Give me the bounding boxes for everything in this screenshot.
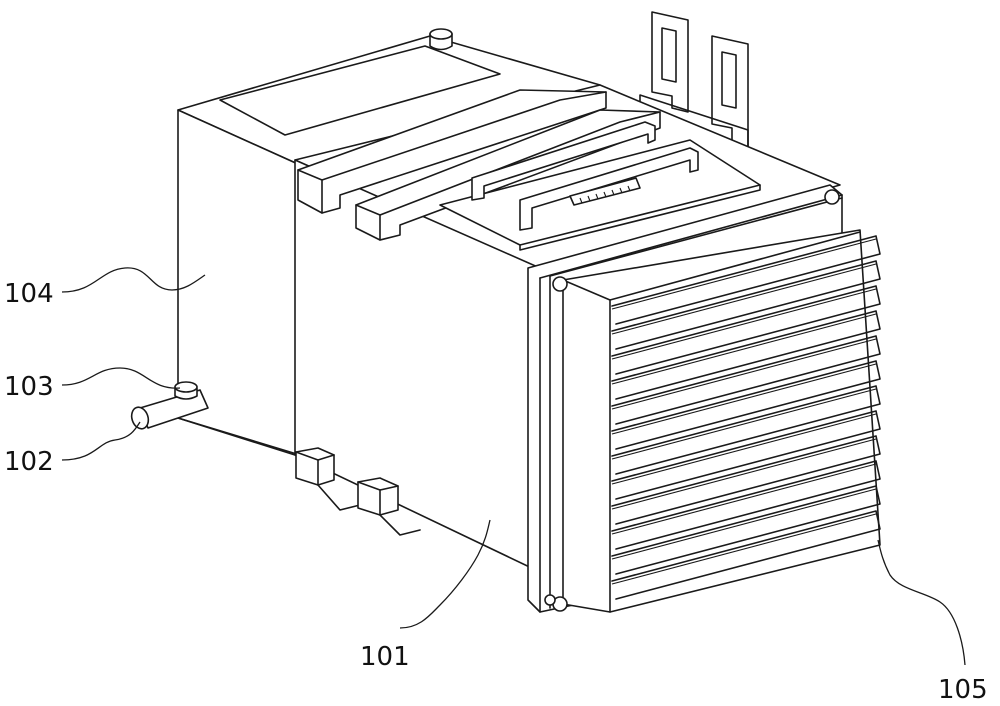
- leader-105: [877, 539, 966, 666]
- bottom-clamp-1: [295, 447, 361, 511]
- leader-103: [61, 367, 181, 389]
- louvre-slat-edge: [611, 388, 877, 460]
- louvre-slat: [611, 360, 881, 450]
- louvre-slat-edge: [611, 263, 877, 335]
- louvre-slat: [611, 485, 881, 575]
- label-102: 102: [4, 447, 54, 477]
- valve-knob: [174, 381, 198, 400]
- louvre-slat-edge: [611, 238, 877, 310]
- louvre-slat: [611, 260, 881, 350]
- louvre-slats: [611, 235, 881, 600]
- label-103: 103: [4, 372, 54, 402]
- louvre-slat-edge: [611, 513, 877, 585]
- louvre-slat: [611, 335, 881, 425]
- louvre-slat-edge: [611, 488, 877, 560]
- louvre-slat: [611, 410, 881, 500]
- louvre-slat: [611, 460, 881, 550]
- leader-104: [61, 267, 206, 293]
- leader-lines: [61, 267, 966, 666]
- leader-101: [399, 519, 491, 629]
- louvre-slat-edge: [611, 463, 877, 535]
- label-105: 105: [938, 675, 988, 705]
- label-104: 104: [4, 279, 54, 309]
- label-101: 101: [360, 642, 410, 672]
- louvre-slat-edge: [611, 338, 877, 410]
- louvre-slat: [611, 310, 881, 400]
- handle-connector: [569, 177, 641, 206]
- louvre-slat-edge: [611, 413, 877, 485]
- fill-cap: [429, 28, 453, 51]
- top-clamp-1: [297, 89, 607, 214]
- louvre-slat: [611, 435, 881, 525]
- louvre-slat-edge: [611, 288, 877, 360]
- louvre-slat-edge: [611, 363, 877, 435]
- mounting-bracket-left: [651, 11, 689, 113]
- louvre-slat: [611, 385, 881, 475]
- frame-bolts: [544, 189, 840, 612]
- leader-102: [61, 421, 141, 461]
- handle-rear: [471, 121, 656, 201]
- louvre-slat: [611, 285, 881, 375]
- louvre-slat-edge: [611, 313, 877, 385]
- bottom-clamp-2: [357, 477, 421, 536]
- handle-front: [519, 147, 699, 231]
- louvre-slat: [611, 510, 881, 600]
- louvre-slat-edge: [611, 438, 877, 510]
- louvre-slat: [611, 235, 881, 325]
